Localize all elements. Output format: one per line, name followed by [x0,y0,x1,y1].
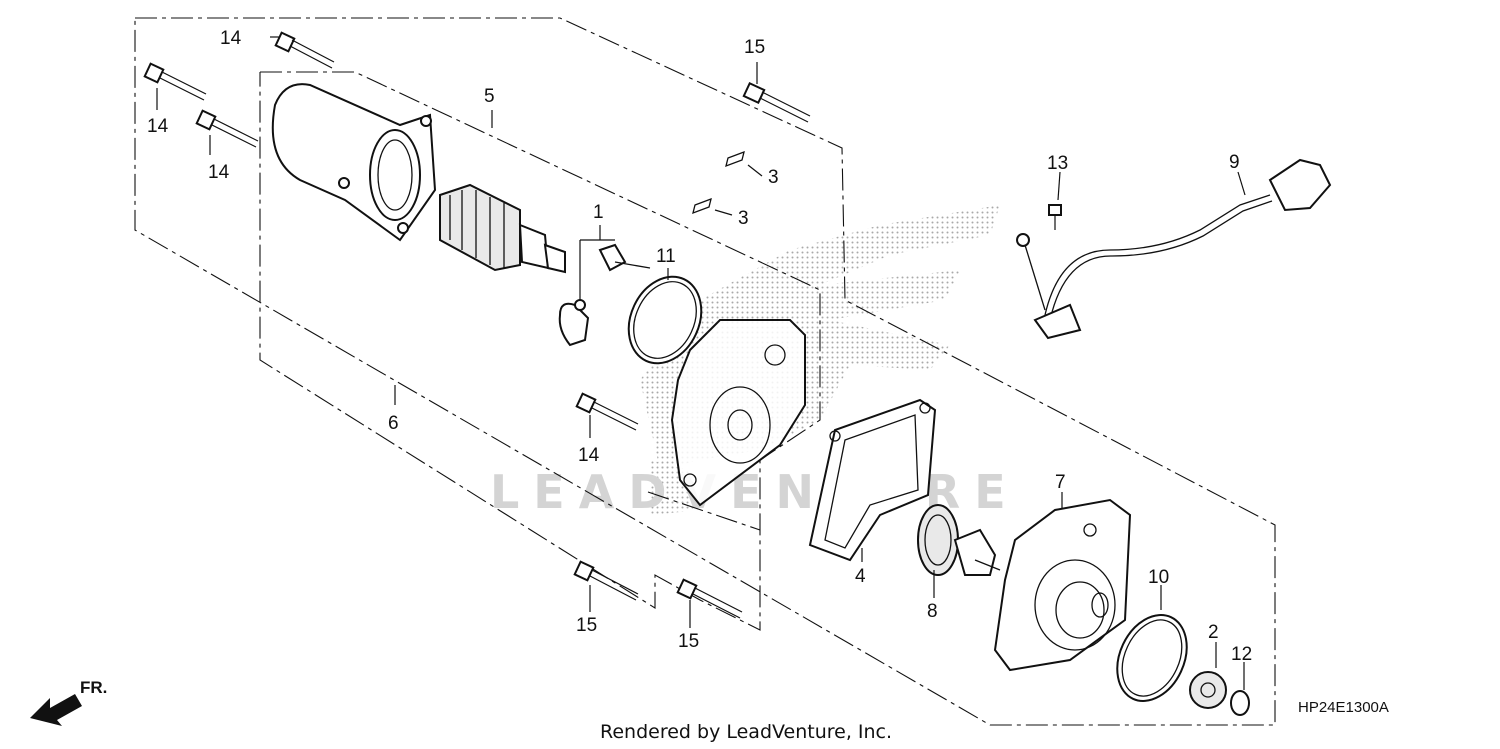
callout-12: 12 [1231,644,1252,665]
gear-8 [917,504,1001,576]
assembly-boundary-6 [134,17,1276,726]
callout-3: 3 [738,208,749,229]
callout-2: 2 [1208,622,1219,643]
pinion-gear-2 [1189,671,1227,709]
gasket-4 [808,398,937,562]
bolt-14-mid [575,392,639,431]
bolt-14-top [274,31,335,69]
snap-ring-12 [1230,690,1250,716]
bolt-15-bottom-left [573,560,639,601]
brush-set [558,239,651,347]
reduction-housing-7 [993,498,1132,672]
o-ring-11 [627,275,703,365]
callout-14: 14 [220,28,242,49]
assembly-boundary-5 [259,71,821,631]
diagram-code: HP24E1300A [1298,699,1389,716]
front-label: FR. [80,678,107,697]
callout-11: 11 [656,246,676,267]
callout-4: 4 [855,566,866,587]
bolt-14-left-2 [195,109,259,148]
callout-15: 15 [744,37,765,58]
callout-15: 15 [678,631,699,652]
front-arrow-icon [30,694,82,726]
spring-3-b [692,197,712,215]
bolt-15-bottom-right [676,578,743,619]
callout-14: 14 [147,116,169,137]
bolt-13 [1048,204,1062,230]
spring-3-a [725,150,745,168]
callout-7: 7 [1055,472,1066,493]
bolt-15-top [742,81,811,123]
callout-8: 8 [927,601,938,622]
leader-lines [156,36,1246,690]
callout-6: 6 [388,413,399,434]
o-ring-10 [1116,614,1188,702]
motor-case [271,83,437,242]
callout-1: 1 [593,202,604,223]
callout-3: 3 [768,167,779,188]
wire-harness-9 [1016,158,1332,340]
callout-9: 9 [1229,152,1240,173]
armature [439,183,566,274]
callout-5: 5 [484,86,495,107]
callout-13: 13 [1047,153,1068,174]
callout-14: 14 [208,162,230,183]
callout-14: 14 [578,445,600,466]
callout-10: 10 [1148,567,1169,588]
bolt-14-left-1 [143,62,207,101]
callout-15: 15 [576,615,597,636]
end-cover [670,319,806,507]
credit-text: Rendered by LeadVenture, Inc. [600,721,892,743]
